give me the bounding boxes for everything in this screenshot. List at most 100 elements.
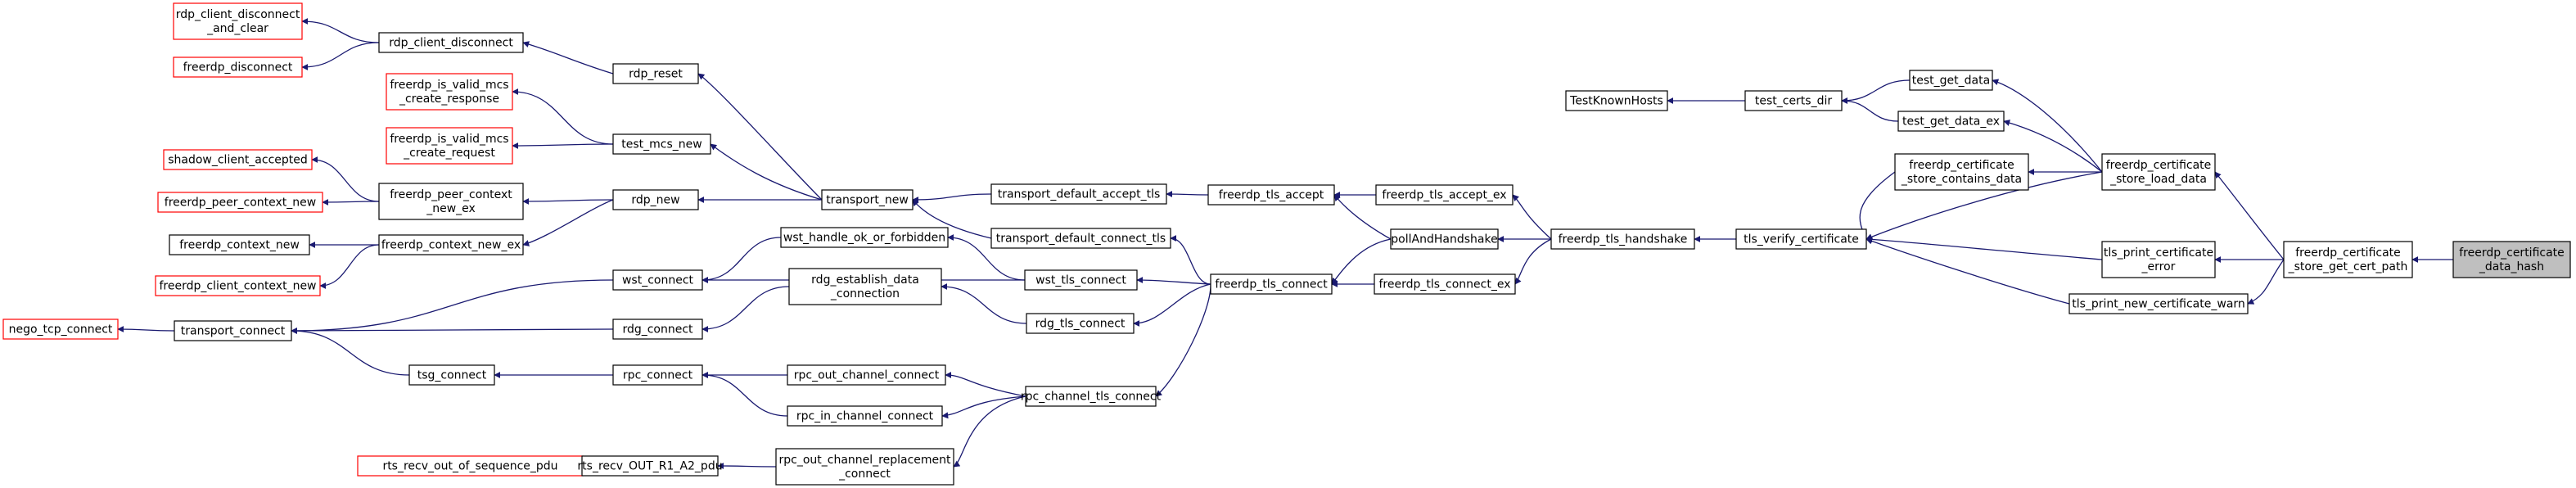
node-box[interactable]	[821, 189, 914, 210]
node-box[interactable]	[386, 73, 513, 111]
node-box[interactable]	[173, 2, 303, 40]
node-rdp-client-disconnect-and-clear[interactable]: rdp_client_disconnect_and_clear	[173, 2, 303, 40]
node-freerdp-client-context-new[interactable]: freerdp_client_context_new	[155, 275, 321, 296]
node-box[interactable]	[378, 183, 524, 220]
node-box[interactable]	[581, 455, 719, 477]
node-test-get-data[interactable]: test_get_data	[1909, 70, 1993, 91]
node-freerdp-certificate-store-contains-data[interactable]: freerdp_certificate_store_contains_data	[1894, 153, 2029, 191]
node-freerdp-is-valid-mcs-create-request[interactable]: freerdp_is_valid_mcs_create_request	[386, 127, 513, 165]
node-box[interactable]	[2452, 241, 2571, 278]
node-box[interactable]	[1735, 228, 1867, 250]
node-rdp-new[interactable]: rdp_new	[612, 189, 699, 210]
node-box[interactable]	[612, 133, 711, 155]
node-box[interactable]	[788, 268, 942, 305]
node-box[interactable]	[2068, 293, 2249, 314]
node-box[interactable]	[612, 364, 703, 386]
node-testknownhosts[interactable]: TestKnownHosts	[1565, 90, 1668, 111]
node-freerdp-tls-accept-ex[interactable]: freerdp_tls_accept_ex	[1375, 184, 1514, 206]
node-shadow-client-accepted[interactable]: shadow_client_accepted	[163, 149, 313, 170]
node-transport-new[interactable]: transport_new	[821, 189, 914, 210]
node-wst-tls-connect[interactable]: wst_tls_connect	[1024, 269, 1138, 291]
node-box[interactable]	[357, 455, 584, 477]
node-box[interactable]	[1550, 228, 1695, 250]
node-box[interactable]	[990, 228, 1171, 249]
node-freerdp-peer-context-new[interactable]: freerdp_peer_context_new	[157, 192, 323, 213]
node-transport-default-connect-tls[interactable]: transport_default_connect_tls	[990, 228, 1171, 249]
node-rpc-out-channel-replacement-connect[interactable]: rpc_out_channel_replacement_connect	[775, 448, 954, 486]
node-box[interactable]	[408, 364, 495, 386]
node-freerdp-tls-connect[interactable]: freerdp_tls_connect	[1210, 273, 1333, 295]
node-test-mcs-new[interactable]: test_mcs_new	[612, 133, 711, 155]
node-tsg-connect[interactable]: tsg_connect	[408, 364, 495, 386]
node-box[interactable]	[1744, 90, 1843, 111]
node-freerdp-context-new-ex[interactable]: freerdp_context_new_ex	[378, 234, 524, 255]
node-box[interactable]	[775, 448, 954, 486]
node-box[interactable]	[2283, 241, 2413, 278]
node-box[interactable]	[1207, 184, 1335, 206]
node-freerdp-peer-context-new-ex[interactable]: freerdp_peer_context_new_ex	[378, 183, 524, 220]
node-rdg-connect[interactable]: rdg_connect	[612, 319, 703, 340]
node-freerdp-certificate-store-load-data[interactable]: freerdp_certificate_store_load_data	[2101, 153, 2216, 191]
node-box[interactable]	[1026, 313, 1135, 334]
node-box[interactable]	[787, 364, 946, 386]
node-box[interactable]	[2, 319, 119, 340]
node-freerdp-tls-handshake[interactable]: freerdp_tls_handshake	[1550, 228, 1695, 250]
node-freerdp-tls-connect-ex[interactable]: freerdp_tls_connect_ex	[1374, 273, 1516, 295]
node-box[interactable]	[173, 56, 303, 78]
node-box[interactable]	[780, 227, 949, 248]
node-box[interactable]	[612, 319, 703, 340]
node-rdg-tls-connect[interactable]: rdg_tls_connect	[1026, 313, 1135, 334]
node-box[interactable]	[378, 32, 524, 53]
node-nego-tcp-connect[interactable]: nego_tcp_connect	[2, 319, 119, 340]
node-tls-print-certificate-error[interactable]: tls_print_certificate_error	[2101, 241, 2216, 278]
node-box[interactable]	[174, 320, 292, 341]
node-wst-connect[interactable]: wst_connect	[612, 269, 703, 291]
node-rts-recv-out-of-sequence-pdu[interactable]: rts_recv_out_of_sequence_pdu	[357, 455, 584, 477]
node-box[interactable]	[612, 189, 699, 210]
node-freerdp-certificate-store-get-cert-path[interactable]: freerdp_certificate_store_get_cert_path	[2283, 241, 2413, 278]
node-test-get-data-ex[interactable]: test_get_data_ex	[1897, 111, 2005, 132]
node-freerdp-certificate-data-hash[interactable]: freerdp_certificate_data_hash	[2452, 241, 2571, 278]
node-box[interactable]	[1024, 269, 1138, 291]
node-box[interactable]	[155, 275, 321, 296]
node-rpc-in-channel-connect[interactable]: rpc_in_channel_connect	[787, 405, 943, 427]
node-box[interactable]	[1374, 273, 1516, 295]
node-box[interactable]	[990, 183, 1167, 205]
node-box[interactable]	[2101, 153, 2216, 191]
node-rpc-connect[interactable]: rpc_connect	[612, 364, 703, 386]
node-rdg-establish-data-connection[interactable]: rdg_establish_data_connection	[788, 268, 942, 305]
node-freerdp-tls-accept[interactable]: freerdp_tls_accept	[1207, 184, 1335, 206]
node-rpc-out-channel-connect[interactable]: rpc_out_channel_connect	[787, 364, 946, 386]
node-box[interactable]	[378, 234, 524, 255]
node-freerdp-disconnect[interactable]: freerdp_disconnect	[173, 56, 303, 78]
node-transport-connect[interactable]: transport_connect	[174, 320, 292, 341]
node-rpc-channel-tls-connect[interactable]: rpc_channel_tls_connect	[1021, 386, 1162, 407]
node-freerdp-context-new[interactable]: freerdp_context_new	[169, 234, 310, 255]
node-box[interactable]	[1897, 111, 2005, 132]
node-tls-verify-certificate[interactable]: tls_verify_certificate	[1735, 228, 1867, 250]
node-box[interactable]	[1390, 228, 1499, 250]
node-rdp-reset[interactable]: rdp_reset	[612, 63, 699, 84]
node-box[interactable]	[157, 192, 323, 213]
node-test-certs-dir[interactable]: test_certs_dir	[1744, 90, 1843, 111]
node-box[interactable]	[1375, 184, 1514, 206]
node-box[interactable]	[1025, 386, 1157, 407]
node-box[interactable]	[612, 269, 703, 291]
node-rts-recv-out-r1-a2-pdu[interactable]: rts_recv_OUT_R1_A2_pdu	[577, 455, 723, 477]
node-wst-handle-ok-or-forbidden[interactable]: wst_handle_ok_or_forbidden	[780, 227, 949, 248]
node-box[interactable]	[163, 149, 313, 170]
node-box[interactable]	[1210, 273, 1333, 295]
node-tls-print-new-certificate-warn[interactable]: tls_print_new_certificate_warn	[2068, 293, 2249, 314]
node-box[interactable]	[1909, 70, 1993, 91]
node-box[interactable]	[787, 405, 943, 427]
node-rdp-client-disconnect[interactable]: rdp_client_disconnect	[378, 32, 524, 53]
node-box[interactable]	[2101, 241, 2216, 278]
node-pollandhandshake[interactable]: pollAndHandshake	[1390, 228, 1499, 250]
node-box[interactable]	[1565, 90, 1668, 111]
node-transport-default-accept-tls[interactable]: transport_default_accept_tls	[990, 183, 1167, 205]
node-box[interactable]	[612, 63, 699, 84]
node-box[interactable]	[386, 127, 513, 165]
node-freerdp-is-valid-mcs-create-response[interactable]: freerdp_is_valid_mcs_create_response	[386, 73, 513, 111]
node-box[interactable]	[1894, 153, 2029, 191]
node-box[interactable]	[169, 234, 310, 255]
